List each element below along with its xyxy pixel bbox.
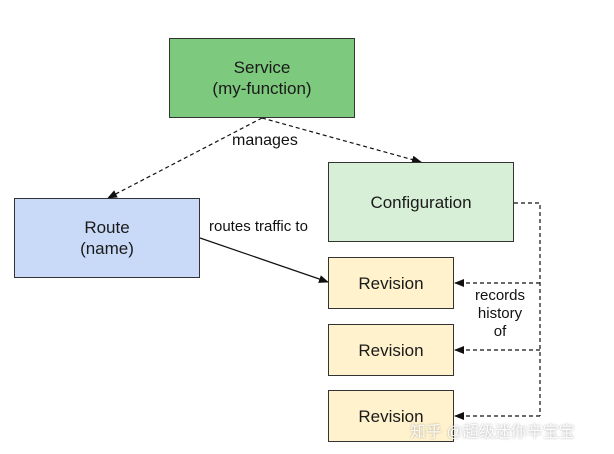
revision-label: Revision <box>358 406 424 426</box>
edge-label-line: history <box>477 305 523 322</box>
edge-route-to-revision <box>199 237 329 283</box>
edge-label-line: of <box>493 323 507 340</box>
configuration-title: Configuration <box>370 192 472 212</box>
service-title: Service <box>233 58 291 77</box>
revision-node: Revision <box>328 257 454 309</box>
route-node: Route (name) <box>14 198 200 278</box>
revision-label: Revision <box>358 273 424 293</box>
edge-label-manages: manages <box>232 132 298 149</box>
edge-configuration-bracket <box>514 202 541 416</box>
revision-node: Revision <box>328 324 454 376</box>
edge-label-records-history-of: records history of <box>468 287 532 341</box>
edge-label-routes-traffic-to: routes traffic to <box>209 218 308 235</box>
edge-service-to-route <box>107 117 263 199</box>
configuration-node: Configuration <box>328 162 514 242</box>
revision-node: Revision <box>328 390 454 442</box>
service-node: Service (my-function) <box>169 38 355 118</box>
service-subtitle: (my-function) <box>212 79 312 98</box>
route-subtitle: (name) <box>80 239 134 258</box>
edge-label-line: records <box>474 287 526 304</box>
watermark: 知乎 @超级迷你辛宝宝 <box>410 424 575 441</box>
revision-label: Revision <box>358 340 424 360</box>
route-title: Route <box>84 218 130 237</box>
